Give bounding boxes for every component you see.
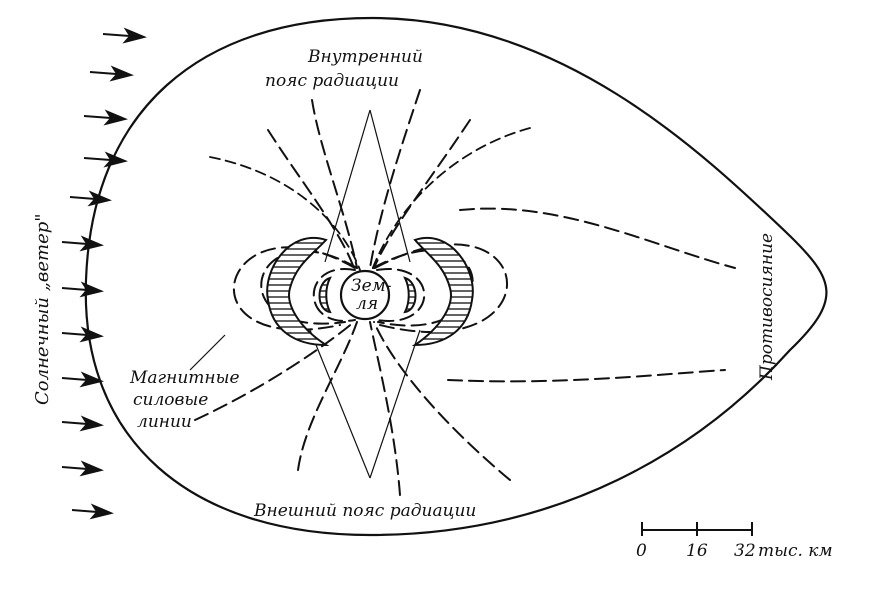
field-line — [376, 268, 426, 322]
wind-arrow — [69, 190, 112, 207]
inner-belt-right — [403, 276, 417, 314]
field-line — [369, 321, 401, 496]
field-lines-label-line1: Магнитные — [129, 368, 240, 388]
wind-arrow — [83, 109, 128, 126]
outer-belt-left — [266, 237, 330, 347]
field-line — [373, 321, 511, 481]
wind-arrow — [102, 27, 147, 44]
field-line — [373, 119, 471, 269]
scale-bar: 0 16 32 тыс. км — [636, 522, 833, 561]
magnetosphere-boundary — [84, 16, 828, 537]
antisolar-label: Противосияние — [757, 233, 777, 381]
field-lines-label-line2: силовые — [133, 390, 208, 410]
inner-belt-left — [318, 276, 332, 314]
wind-arrow — [61, 281, 104, 298]
field-line — [312, 268, 356, 322]
field-line — [459, 207, 736, 269]
inner-belt-label-line1: Внутренний — [307, 47, 423, 67]
field-line — [369, 89, 421, 269]
wind-arrow — [61, 326, 104, 343]
field-line — [311, 99, 358, 269]
wind-arrow — [61, 460, 104, 477]
wind-arrow — [71, 503, 114, 520]
solar-wind-arrows — [61, 27, 147, 520]
field-line — [371, 127, 531, 271]
earth-label-line2: ля — [356, 294, 378, 314]
field-line — [260, 250, 358, 325]
field-line — [194, 321, 355, 421]
scale-label-32: 32 — [734, 541, 756, 561]
field-line — [447, 369, 726, 383]
field-line — [267, 129, 355, 269]
inner-belt-label-line2: пояс радиации — [265, 71, 399, 91]
field-line — [297, 321, 358, 471]
scale-label-0: 0 — [636, 541, 647, 561]
scale-unit: тыс. км — [758, 541, 833, 561]
wind-arrow — [89, 65, 134, 82]
wind-arrow — [61, 415, 104, 432]
wind-arrow — [61, 371, 104, 388]
field-lines-label-line3: линии — [137, 412, 192, 432]
outer-belt-right — [411, 237, 474, 347]
solar-wind-label: Солнечный „ветер" — [32, 213, 53, 405]
outer-belt-label: Внешний пояс радиации — [253, 501, 476, 521]
wind-arrow — [83, 151, 128, 168]
wind-arrow — [61, 235, 104, 252]
field-lines-pointer — [189, 334, 226, 371]
earth-label-line1: Зем- — [351, 276, 392, 296]
scale-label-16: 16 — [686, 541, 708, 561]
radiation-boundary-lines — [309, 109, 421, 479]
earth-circle — [339, 269, 391, 321]
